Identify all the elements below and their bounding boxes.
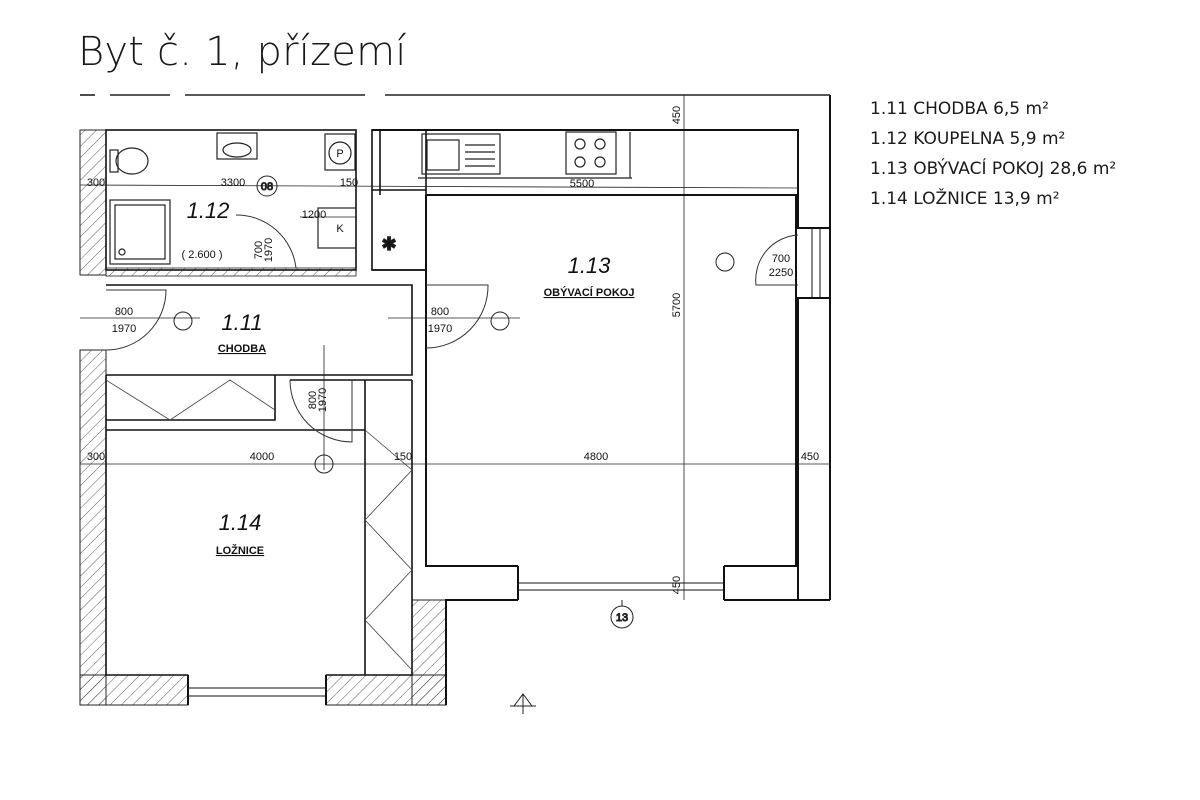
- room-number-1-11: 1.11: [221, 310, 262, 335]
- exterior-walls: [187, 95, 831, 705]
- dim-5700: 5700: [671, 293, 683, 317]
- dim-door-800-c: 800: [307, 391, 319, 409]
- door-chodba-entry: [105, 289, 167, 351]
- dim-door-800-b: 800: [431, 306, 449, 318]
- boiler-icon: [324, 133, 356, 171]
- stove-icon: [565, 131, 617, 175]
- bathroom-fixtures: [109, 132, 357, 265]
- shower-icon: [109, 199, 171, 265]
- floor-plan: ✱ 300 3300 150 5500 1200 ( 2.600 ) 300 4…: [79, 94, 831, 714]
- dim-door-1970-a: 1970: [112, 323, 136, 335]
- room-number-1-12: 1.12: [187, 198, 230, 223]
- dim-2600: ( 2.600 ): [182, 249, 223, 261]
- room-number-1-13: 1.13: [568, 253, 612, 278]
- section-markers: 08 13: [173, 175, 735, 714]
- svg-text:08: 08: [261, 181, 273, 193]
- dim-150-mid: 150: [394, 451, 412, 463]
- dim-door-700-a: 700: [253, 241, 265, 259]
- dim-door-1970-c: 1970: [263, 238, 275, 262]
- boiler-label: P: [336, 148, 343, 160]
- room-name-chodba: CHODBA: [218, 343, 266, 355]
- wardrobe-lines: [105, 379, 413, 671]
- dim-4800: 4800: [584, 451, 608, 463]
- toilet-icon: [109, 147, 149, 175]
- door-loznice: [289, 379, 353, 443]
- door-balcony: [755, 234, 799, 286]
- room-legend: 1.11 CHODBA 6,5 m² 1.12 KOUPELNA 5,9 m² …: [870, 94, 1116, 214]
- dim-150-top: 150: [340, 177, 358, 189]
- kitchen-sink-icon: [421, 133, 501, 175]
- exterior-wall-hatched: [79, 129, 447, 706]
- door-koupelna: [235, 214, 297, 269]
- dim-4000: 4000: [250, 451, 274, 463]
- dim-3300: 3300: [221, 177, 245, 189]
- door-obyvaci: [425, 284, 489, 349]
- dim-450-mid: 450: [801, 451, 819, 463]
- dimension-lines: [79, 95, 830, 600]
- legend-item-chodba: 1.11 CHODBA 6,5 m²: [870, 99, 1049, 119]
- dim-5500: 5500: [570, 178, 594, 190]
- svg-text:13: 13: [616, 612, 628, 624]
- room-labels: 1.12 1.11 CHODBA 1.13 OBÝVACÍ POKOJ 1.14…: [187, 198, 635, 557]
- legend-item-koupelna: 1.12 KOUPELNA 5,9 m²: [870, 129, 1066, 149]
- dim-300-top: 300: [87, 177, 105, 189]
- cabinet-label: K: [336, 223, 344, 235]
- room-number-1-14: 1.14: [219, 510, 262, 535]
- dim-450-bottom: 450: [671, 576, 683, 594]
- dim-door-1970-d: 1970: [317, 388, 329, 412]
- dim-door-800-a: 800: [115, 306, 133, 318]
- legend-item-loznice: 1.14 LOŽNICE 13,9 m²: [870, 189, 1060, 209]
- page-title: Byt č. 1, přízemí: [78, 29, 407, 75]
- room-name-loznice: LOŽNICE: [216, 544, 264, 557]
- dim-door-1970-b: 1970: [428, 323, 452, 335]
- dim-300-mid: 300: [87, 451, 105, 463]
- dim-door-2250: 2250: [769, 267, 793, 279]
- doors: [105, 214, 799, 443]
- cabinet-icon: [317, 207, 357, 249]
- dim-door-700-b: 700: [772, 253, 790, 265]
- legend-item-obyvaci-pokoj: 1.13 OBÝVACÍ POKOJ 28,6 m²: [870, 159, 1117, 179]
- dimension-labels: 300 3300 150 5500 1200 ( 2.600 ) 300 400…: [87, 106, 819, 594]
- sink-icon: [216, 132, 258, 160]
- room-name-obyvaci-pokoj: OBÝVACÍ POKOJ: [544, 286, 635, 299]
- kitchen-fixtures: ✱: [381, 131, 632, 255]
- dim-450-top: 450: [671, 106, 683, 124]
- dim-1200: 1200: [302, 209, 326, 221]
- marker-08: [256, 175, 278, 197]
- vent-icon: ✱: [381, 234, 396, 254]
- interior-walls: [105, 129, 427, 676]
